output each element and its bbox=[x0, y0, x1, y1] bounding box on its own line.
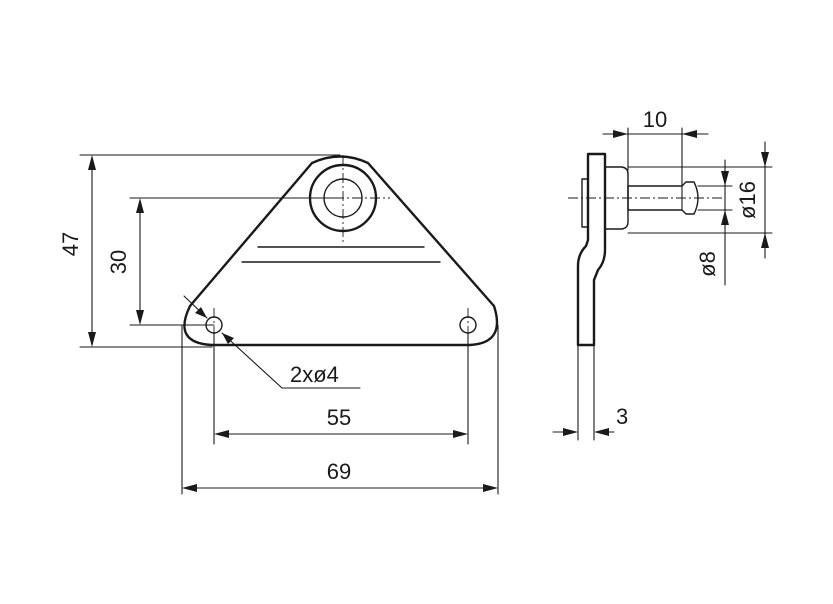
dim-pin-diameter-small: ø8 bbox=[695, 159, 733, 286]
dim-height-total-label: 47 bbox=[58, 232, 83, 256]
holes-note-label: 2xø4 bbox=[290, 362, 339, 387]
dim-height-total: 47 bbox=[58, 154, 341, 348]
front-view bbox=[183, 155, 499, 347]
dim-pin-diameter-small-label: ø8 bbox=[695, 251, 720, 277]
dim-hole-spacing: 55 bbox=[213, 332, 469, 445]
dim-pin-length: 10 bbox=[602, 107, 709, 187]
dim-width-total: 69 bbox=[181, 324, 499, 495]
dim-width-total-label: 69 bbox=[327, 459, 351, 484]
dim-hole-spacing-label: 55 bbox=[327, 405, 351, 430]
holes-note: 2xø4 bbox=[183, 295, 361, 389]
side-view bbox=[568, 152, 722, 441]
dim-pin-diameter-large: ø16 bbox=[627, 141, 773, 259]
dim-pin-diameter-large-label: ø16 bbox=[735, 181, 760, 219]
pin-body bbox=[604, 166, 629, 230]
bracket-outline bbox=[183, 155, 499, 347]
pin-head bbox=[581, 178, 589, 228]
dim-plate-thickness-label: 3 bbox=[616, 404, 628, 429]
dim-pin-length-label: 10 bbox=[643, 107, 667, 132]
dim-height-hole: 30 bbox=[106, 197, 344, 326]
dim-height-hole-label: 30 bbox=[106, 250, 131, 274]
dim-plate-thickness: 3 bbox=[552, 404, 628, 436]
